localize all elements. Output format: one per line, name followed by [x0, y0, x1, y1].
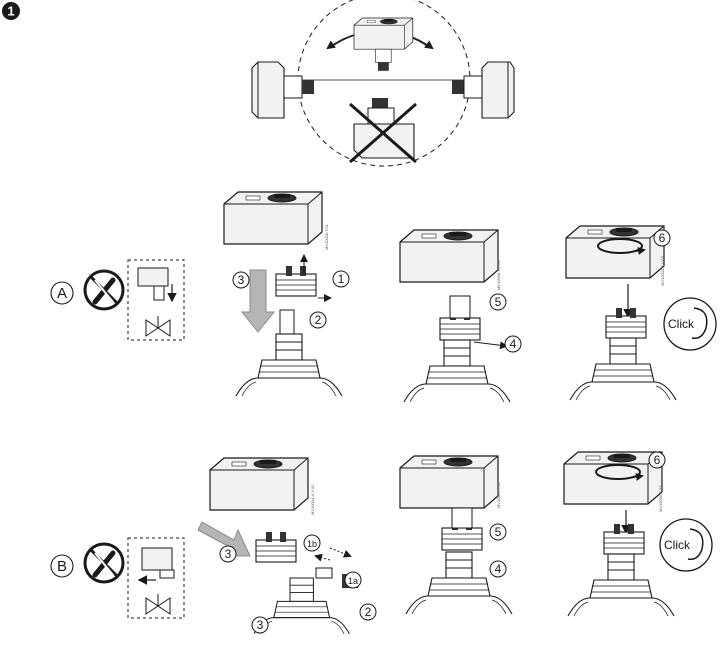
row-b-step-6: 6 MV10005.S.03 Click	[563, 451, 713, 617]
no-tools-icon	[83, 269, 125, 311]
callout-b-3-top: 3	[219, 545, 237, 563]
svg-text:3: 3	[238, 273, 245, 287]
callout-b-3-bottom: 3	[251, 616, 269, 634]
orientation-diagram	[251, 0, 515, 167]
code-b-2: MV10005.T.01	[496, 481, 501, 508]
code-a-1: MV10000.T.01	[324, 223, 329, 250]
forbidden-cross	[349, 102, 417, 164]
svg-text:Click: Click	[664, 538, 691, 552]
step-badge: 1	[2, 2, 20, 20]
callout-a-3: 3	[232, 271, 250, 289]
actuator-right-orientation	[452, 61, 515, 119]
row-b-label: B	[50, 554, 74, 578]
no-tools-icon-b	[83, 542, 125, 584]
svg-text:B: B	[57, 558, 67, 575]
callout-a-4: 4	[504, 335, 522, 353]
svg-text:5: 5	[495, 525, 502, 539]
step-number: 1	[7, 4, 14, 19]
callout-b-4: 4	[489, 560, 507, 578]
svg-text:Click: Click	[668, 317, 695, 331]
svg-text:1b: 1b	[307, 539, 317, 549]
row-a: A 1 2 3 MV10000.T.01	[50, 191, 717, 403]
row-a-step-4-5: 5 4 MV10008-4.V.02	[399, 229, 522, 403]
callout-b-2: 2	[359, 603, 377, 621]
svg-text:4: 4	[510, 337, 517, 351]
click-sound-icon-b: Click	[659, 518, 713, 572]
code-b-3: MV10005.S.03	[658, 485, 663, 512]
row-a-step-1-3: 1 2 3 MV10000.T.01	[223, 191, 350, 397]
callout-a-5: 5	[489, 293, 507, 311]
svg-text:3: 3	[225, 547, 232, 561]
actuator-inverted-orientation	[353, 98, 415, 159]
callout-b-6: 6	[648, 451, 666, 469]
svg-text:2: 2	[315, 313, 322, 327]
actuator-top-orientation	[353, 17, 414, 71]
callout-b-5: 5	[489, 523, 507, 541]
svg-text:1a: 1a	[348, 576, 358, 586]
svg-text:2: 2	[365, 605, 372, 619]
svg-text:6: 6	[654, 453, 661, 467]
row-b: B 1b 1a 2 3	[50, 451, 713, 635]
code-a-3: MV10000.S.V.03	[660, 255, 665, 286]
callout-a-2: 2	[309, 311, 327, 329]
code-b-1: MV10004-N.V.02	[310, 484, 315, 515]
valve-type-inset	[127, 259, 185, 341]
svg-text:3: 3	[257, 618, 264, 632]
callout-b-1b: 1b	[303, 534, 321, 552]
click-sound-icon-a: Click	[663, 297, 717, 351]
valve-type-inset-b	[127, 537, 185, 619]
svg-text:5: 5	[495, 295, 502, 309]
callout-a-1: 1	[332, 270, 350, 288]
actuator-left-orientation	[251, 61, 314, 119]
svg-text:6: 6	[659, 231, 666, 245]
svg-text:1: 1	[338, 272, 345, 286]
row-a-label: A	[50, 281, 74, 305]
row-b-step-1-3: 1b 1a 2 3 3 MV10004-N.V.02	[197, 457, 377, 635]
row-b-step-4-5: 5 4 MV10005.T.01	[399, 455, 513, 615]
callout-a-6: 6	[653, 229, 671, 247]
svg-text:4: 4	[495, 562, 502, 576]
svg-text:A: A	[57, 285, 67, 302]
callout-b-1a: 1a	[344, 571, 362, 589]
code-a-2: MV10008-4.V.02	[496, 260, 501, 290]
row-a-step-6: 6 MV10000.S.V.03 Click	[565, 225, 717, 401]
